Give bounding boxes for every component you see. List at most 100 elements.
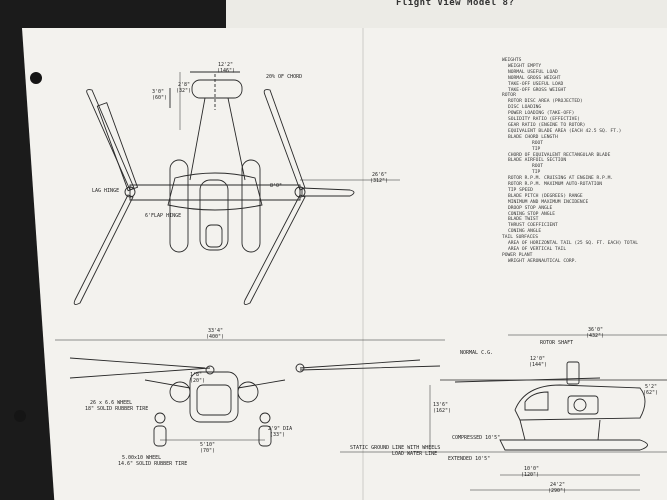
fuselage-top	[167, 172, 263, 211]
front-width-dimension: 33'4"	[208, 328, 224, 334]
spec-row: TAKE-OFF GROSS WEIGHT	[508, 87, 567, 93]
tail-wheel-dimension-sub: (33")	[270, 432, 286, 438]
wheelbase-dimension: 10'0"	[524, 466, 540, 472]
front-height-dimension: 1'8"	[190, 372, 203, 378]
rotor-blade	[96, 102, 139, 192]
inner-dimension-sub: (32")	[176, 88, 192, 94]
extended-label: EXTENDED 10'5"	[448, 456, 491, 462]
inner-dimension: 2'8"	[178, 82, 191, 88]
rotor-shaft-label: ROTOR SHAFT	[540, 340, 574, 346]
front-engine	[237, 381, 259, 403]
tail-booms	[189, 97, 246, 181]
spec-row: TIP	[532, 170, 541, 176]
overall-dimension-sub: (290")	[548, 488, 567, 494]
spec-row: CHORD OF EQUIVALENT RECTANGULAR BLADE	[508, 152, 611, 158]
spec-row: BLADE CHORD LENGTH	[508, 134, 558, 140]
front-rotor-blades	[69, 357, 441, 379]
span-dimension-sub: (146")	[217, 68, 236, 74]
spec-row: DROOP STOP ANGLE	[508, 205, 553, 211]
front-float	[258, 425, 272, 447]
tire-note-1: 18" SOLID RUBBER TIRE	[85, 406, 149, 412]
spec-row: THRUST COEFFICIENT	[508, 223, 558, 229]
side-fuselage	[514, 384, 646, 421]
water-line-label: LOAD WATER LINE	[392, 451, 438, 457]
rotor-offset-dimension-sub: (144")	[529, 362, 548, 368]
ground-line-label: STATIC GROUND LINE WITH WHEELS	[350, 445, 441, 451]
cabin	[199, 179, 229, 251]
spec-row: POWER PLANT	[502, 252, 533, 258]
spec-row: SOLIDITY RATIO (EFFECTIVE)	[508, 117, 580, 123]
drawing-sheet	[22, 28, 667, 500]
spec-row: DISC LOADING	[508, 105, 542, 111]
spec-row: MINIMUM AND MAXIMUM INCIDENCE	[508, 199, 589, 205]
blade-dimension: 26'6"	[372, 172, 388, 178]
spec-row: TAKE-OFF USEFUL LOAD	[508, 81, 564, 87]
right-dimension-sub: (62")	[643, 390, 659, 396]
spec-row: ROTOR DISC AREA (PROJECTED)	[508, 99, 583, 105]
spec-row: BLADE AIRFOIL SECTION	[508, 158, 567, 164]
compressed-label: COMPRESSED 10'5"	[452, 435, 501, 441]
side-float	[499, 439, 648, 451]
spec-row: WEIGHT EMPTY	[508, 63, 542, 69]
spec-row: TAIL SURFACES	[502, 235, 538, 241]
punch-hole	[14, 410, 26, 422]
front-base-dimension: 5'10"	[200, 442, 216, 448]
spec-row: POWER LOADING (TAKE-OFF)	[508, 111, 575, 117]
front-engine	[169, 381, 191, 403]
rotor-mast	[566, 361, 580, 385]
wheelbase-dimension-sub: (120")	[521, 472, 540, 478]
punch-hole	[30, 72, 42, 84]
left-dimension-sub: (60")	[152, 95, 168, 101]
spec-row: ROTOR R.P.M. CRUISING AT ENGINE R.P.M.	[508, 176, 614, 182]
tire-note-2: 14.6" SOLID RUBBER TIRE	[118, 461, 188, 467]
normal-cg-label: NORMAL C.G.	[460, 350, 494, 356]
stub-wing	[129, 184, 301, 201]
spec-row: ROOT	[532, 140, 544, 146]
lag-hinge-label: LAG HINGE	[92, 188, 120, 194]
side-view	[340, 334, 667, 491]
rotor-blade	[73, 194, 134, 305]
spec-row: BLADE TWIST	[508, 217, 539, 223]
overall-dimension: 24'2"	[550, 482, 566, 488]
front-fuselage	[189, 371, 239, 423]
wheel-note-2: 5.00x10 WHEEL	[122, 455, 162, 461]
side-height-dimension: 13'6"	[433, 402, 449, 408]
horizontal-tail	[191, 79, 243, 99]
spec-row: CONING STOP ANGLE	[508, 211, 556, 217]
spec-row: TIP	[532, 146, 541, 152]
cockpit-window	[524, 391, 549, 411]
spec-row: AREA OF VERTICAL TAIL	[508, 247, 567, 252]
rotor-blade	[301, 187, 355, 197]
spec-row: ROTOR R.P.M. MAXIMUM AUTO-ROTATION	[508, 182, 603, 188]
side-length-dimension: 36'0"	[588, 327, 604, 333]
front-base-dimension-sub: (70")	[200, 448, 216, 454]
front-wheel	[259, 412, 271, 424]
spec-row: GEAR RATIO (ENGINE TO ROTOR)	[508, 122, 586, 128]
right-rotor-hub	[294, 186, 306, 198]
left-float	[169, 159, 189, 253]
left-dimension: 3'0"	[152, 89, 165, 95]
right-float	[241, 159, 261, 253]
rotor-blade	[86, 89, 135, 191]
front-wheel	[154, 412, 166, 424]
left-rotor-hub	[124, 186, 136, 198]
spec-row: EQUIVALENT BLADE AREA (EACH 42.5 SQ. FT.…	[508, 128, 622, 134]
spec-row: WEIGHTS	[502, 58, 522, 63]
span-dimension: 12'2"	[218, 62, 234, 68]
header-title: Flight View Model 8?	[396, 0, 515, 8]
fold-crease	[362, 28, 364, 500]
spec-row: NORMAL USEFUL LOAD	[508, 69, 558, 75]
spec-row: TIP SPEED	[508, 187, 533, 193]
gap-dimension: 8'0"	[270, 183, 283, 189]
top-view	[73, 71, 400, 305]
side-length-dimension-sub: (432")	[586, 333, 605, 339]
spec-row: AREA OF HORIZONTAL TAIL (25 SQ. FT. EACH…	[508, 241, 638, 247]
tail-wheel-dimension: 2'9" DIA	[268, 426, 293, 432]
right-dimension: 5'2"	[645, 384, 658, 390]
rotor-blade	[263, 89, 306, 191]
back-sheet: Flight View Model 8?	[226, 0, 667, 30]
blade-dimension-sub: (312")	[370, 178, 389, 184]
front-float	[153, 425, 167, 447]
